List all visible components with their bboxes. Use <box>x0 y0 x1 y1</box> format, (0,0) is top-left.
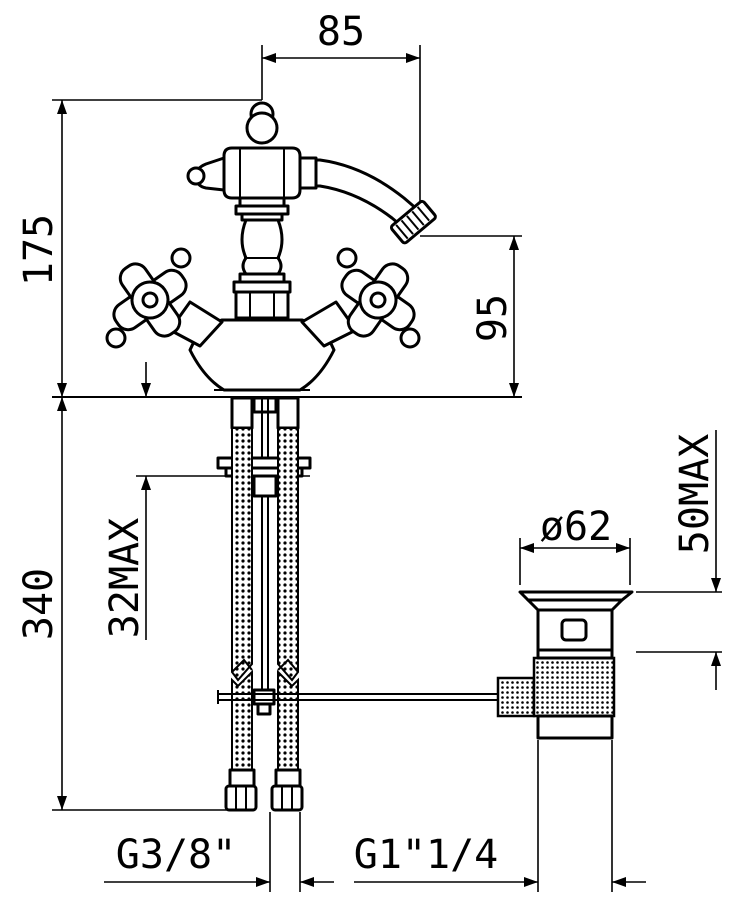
tap-body <box>186 101 336 392</box>
spout <box>298 156 437 245</box>
label-waste-flange: 50MAX <box>672 434 718 554</box>
supply-hoses <box>216 396 312 812</box>
left-cross-handle <box>105 247 224 349</box>
dimension-deck-thickness: 32MAX <box>102 475 310 640</box>
right-cross-handle <box>300 247 421 349</box>
label-deck-thickness: 32MAX <box>102 518 148 638</box>
dimension-waste-thread: G1"1/4 <box>354 740 646 892</box>
popup-rod <box>218 676 536 718</box>
dimension-overall-height: 175 <box>16 99 262 397</box>
dimension-overall-width: 85 <box>261 9 421 210</box>
label-spout-height: 95 <box>470 294 516 342</box>
label-overall-height: 175 <box>16 214 62 286</box>
dimension-inlet-thread: G3/8" <box>104 812 334 892</box>
label-inlet-thread: G3/8" <box>116 832 236 878</box>
label-overall-width: 85 <box>317 9 365 55</box>
dimension-below-deck: 340 <box>16 397 230 811</box>
dimension-waste-diameter: ø62 <box>519 504 631 585</box>
dimension-waste-flange: 50MAX <box>636 430 722 690</box>
label-waste-thread: G1"1/4 <box>354 832 499 878</box>
label-waste-diameter: ø62 <box>540 504 612 550</box>
label-below-deck: 340 <box>16 568 62 640</box>
waste-assembly <box>518 590 634 740</box>
dimension-spout-height: 95 <box>420 235 522 397</box>
